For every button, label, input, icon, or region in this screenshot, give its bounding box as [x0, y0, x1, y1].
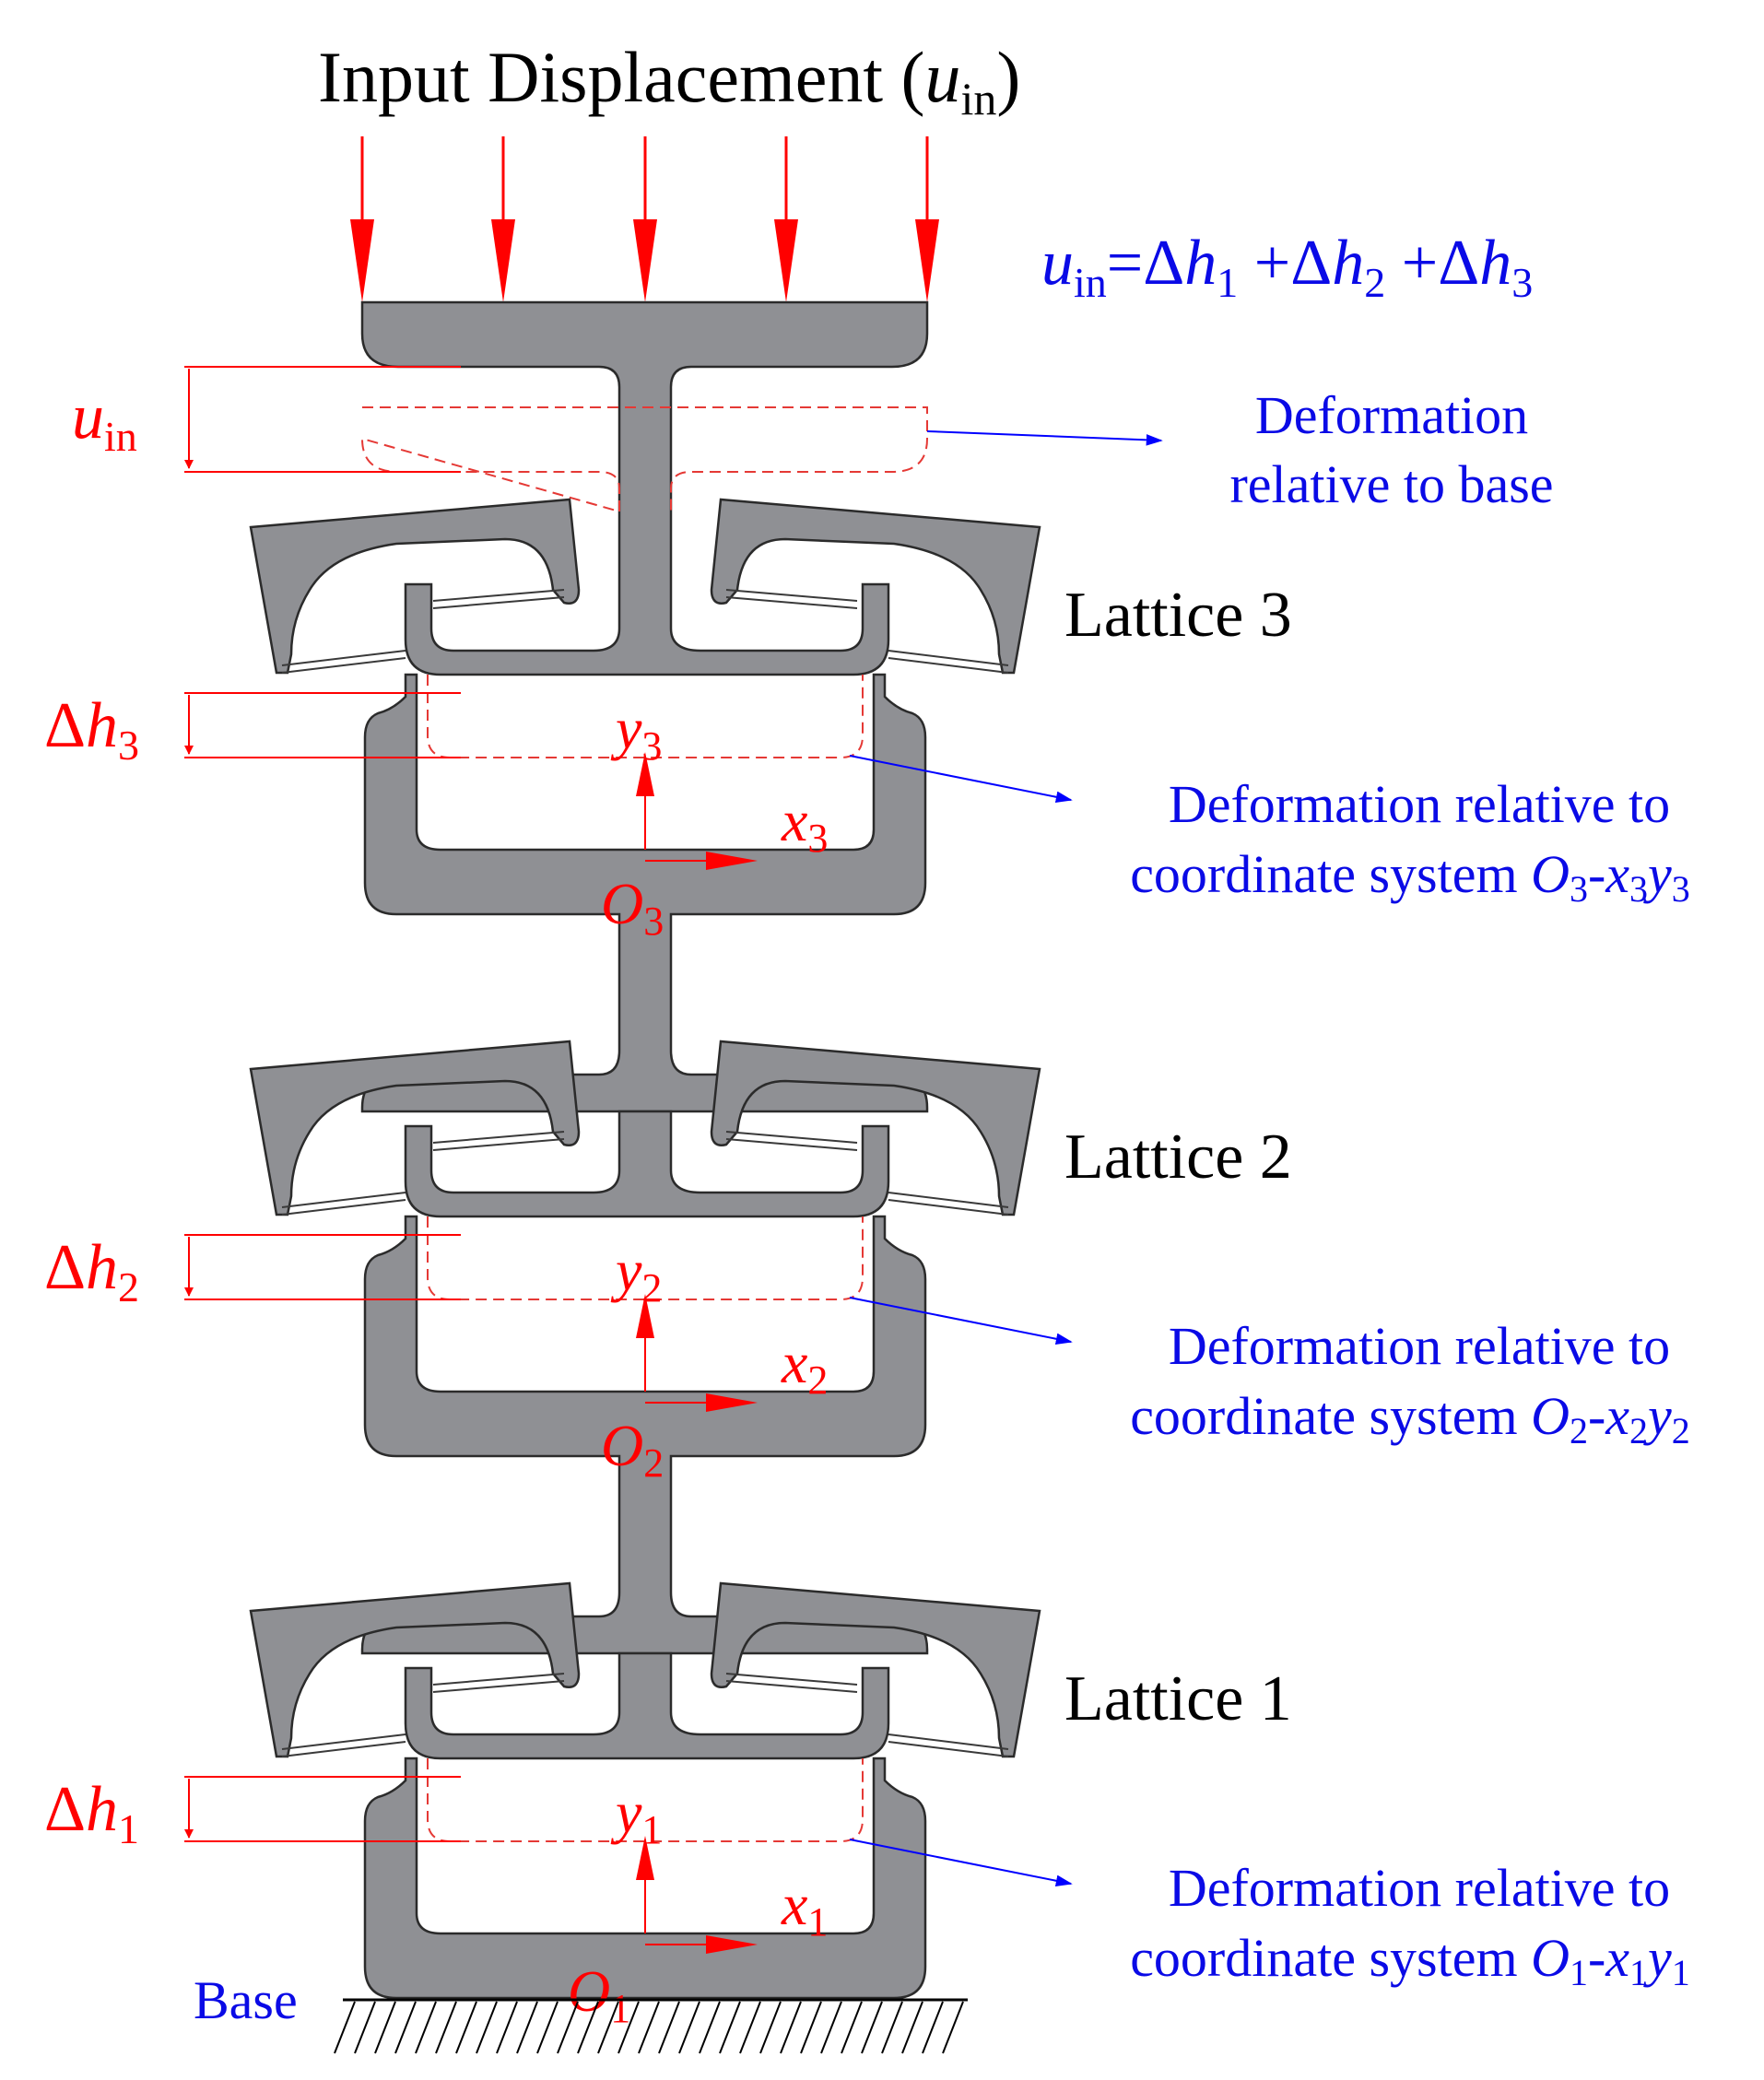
lattice-3-origin-label: O3 — [601, 871, 664, 944]
lattice-2-deformed-outline — [427, 1216, 864, 1300]
input-arrow-head — [350, 219, 374, 302]
lattice-3-left-wing — [249, 498, 581, 675]
lattice-2-right-wing — [710, 1040, 1041, 1216]
lattice-2-note-line1: Deformation relative to — [1169, 1316, 1670, 1376]
input-arrow-head — [491, 219, 515, 302]
ground-hatch-line — [516, 2001, 538, 2054]
ground-hatch-line — [658, 2001, 680, 2054]
lattice-1-y-axis-label: y1 — [610, 1780, 662, 1852]
ground-hatch-line — [678, 2001, 700, 2054]
input-arrows — [350, 136, 939, 302]
base-label: Base — [194, 1970, 298, 2030]
lattice-3-right-wing — [710, 498, 1041, 675]
ground-hatch-line — [557, 2001, 579, 2054]
ground-hatch-line — [780, 2001, 802, 2054]
displacement-equation: uin=Δh1 +Δh2 +Δh3 — [1041, 228, 1533, 306]
ground-hatch-line — [394, 2001, 417, 2054]
ground-hatch-line — [739, 2001, 761, 2054]
lattice-1: y1 x1 O1 Δh1 Lattice 1 Deformation relat… — [44, 1581, 1690, 2031]
lattice-1-origin-label: O1 — [568, 1958, 630, 2031]
lattice-2-t-connector — [404, 1110, 890, 1218]
lattice-1-right-wing — [710, 1581, 1041, 1758]
input-t-plate — [360, 300, 929, 676]
ground-hatch-line — [577, 2001, 599, 2054]
lattice-3: y3 x3 O3 Δh3 Lattice 3 Deformation relat… — [44, 498, 1690, 1113]
ground-hatch-line — [638, 2001, 660, 2054]
ground-hatch-line — [699, 2001, 721, 2054]
lattice-2-x-axis-label: x2 — [781, 1330, 828, 1403]
input-arrow-head — [774, 219, 798, 302]
lattice-3-deformed-outline — [427, 675, 864, 758]
lattice-1-frame — [363, 1757, 927, 2000]
lattice-3-x-axis-label: x3 — [781, 788, 828, 861]
ground-hatch-line — [415, 2001, 437, 2054]
note-top-leader — [926, 430, 1163, 446]
ground-hatch-line — [476, 2001, 498, 2054]
base-ground: Base — [194, 1970, 968, 2054]
diagram-title: Input Displacement (uin) — [318, 37, 1020, 124]
ground-hatch-line — [759, 2001, 782, 2054]
ground-hatch-line — [942, 2001, 964, 2054]
lattice-2-delta-h-label: Δh2 — [44, 1232, 139, 1310]
ground-hatch-line — [354, 2001, 376, 2054]
lattice-1-left-wing — [249, 1581, 581, 1758]
lattice-2-left-wing — [249, 1040, 581, 1216]
ground-hatch-line — [901, 2001, 923, 2054]
ground-hatch-line — [820, 2001, 842, 2054]
lattice-2-y-axis-label: y2 — [610, 1238, 662, 1310]
lattice-1-note-line1: Deformation relative to — [1169, 1858, 1670, 1918]
lattice-1-note-line2: coordinate system O1-x1y1 — [1130, 1928, 1690, 1993]
ground-hatch-line — [435, 2001, 457, 2054]
ground-hatch-line — [881, 2001, 903, 2054]
lattice-1-label: Lattice 1 — [1064, 1663, 1292, 1734]
uin-dimension: uin — [72, 366, 461, 473]
lattice-2-label: Lattice 2 — [1064, 1122, 1292, 1193]
ground-hatch-line — [496, 2001, 518, 2054]
lattice-2-origin-label: O2 — [601, 1413, 664, 1486]
ground-hatch-line — [861, 2001, 883, 2054]
uin-label: uin — [72, 382, 137, 460]
ground-hatch-line — [841, 2001, 863, 2054]
ground-hatch-line — [597, 2001, 619, 2054]
note-top-line1: Deformation — [1255, 385, 1528, 445]
note-top-line2: relative to base — [1229, 454, 1553, 514]
ground-hatch-line — [719, 2001, 741, 2054]
lattice-3-note-line2: coordinate system O3-x3y3 — [1130, 844, 1690, 910]
ground-hatch-line — [617, 2001, 640, 2054]
lattice-1-t-connector — [404, 1651, 890, 1760]
lattice-3-label: Lattice 3 — [1064, 580, 1292, 651]
lattice-3-delta-h-label: Δh3 — [44, 690, 139, 769]
lattice-2-note-line2: coordinate system O2-x2y2 — [1130, 1386, 1690, 1451]
lattice-1-deformed-outline — [427, 1758, 864, 1842]
ground-hatch-line — [334, 2001, 356, 2054]
input-arrow-head — [633, 219, 657, 302]
input-arrow-head — [915, 219, 939, 302]
lattice-2: y2 x2 O2 Δh2 Lattice 2 Deformation relat… — [44, 1040, 1690, 1655]
lattice-3-y-axis-label: y3 — [610, 696, 662, 769]
ground-hatch-line — [455, 2001, 477, 2054]
ground-hatch-line — [922, 2001, 944, 2054]
ground-hatch-line — [536, 2001, 559, 2054]
ground-hatch-line — [800, 2001, 822, 2054]
ground-hatch-line — [374, 2001, 396, 2054]
lattice-1-x-axis-label: x1 — [781, 1872, 828, 1945]
lattice-3-note-line1: Deformation relative to — [1169, 774, 1670, 834]
lattice-1-delta-h-label: Δh1 — [44, 1774, 139, 1852]
